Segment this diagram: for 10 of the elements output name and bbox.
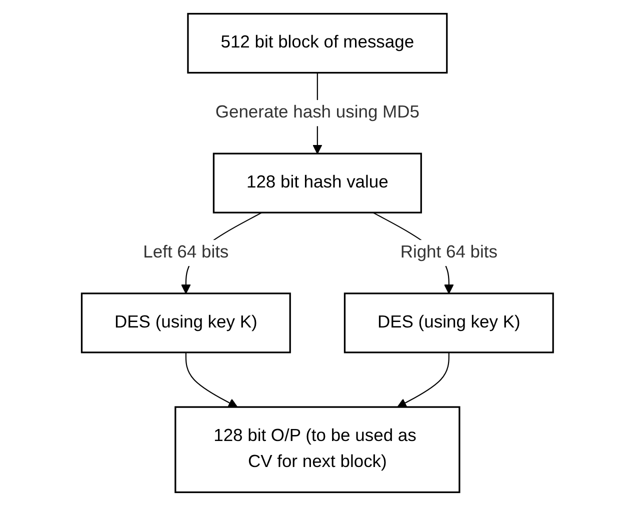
arrow: [184, 352, 238, 408]
node-box: DES (using key K): [343, 292, 554, 354]
node-box: 128 bit hash value: [212, 152, 422, 214]
edge-label: Generate hash using MD5: [214, 103, 420, 122]
edge-label: Right 64 bits: [400, 243, 498, 262]
node-box: 512 bit block of message: [186, 12, 448, 74]
node-box: DES (using key K): [80, 292, 290, 354]
edge-label: Left 64 bits: [142, 243, 228, 262]
node-box: 128 bit O/P (to be used as CV for next block): [174, 406, 460, 494]
arrow: [396, 352, 450, 408]
